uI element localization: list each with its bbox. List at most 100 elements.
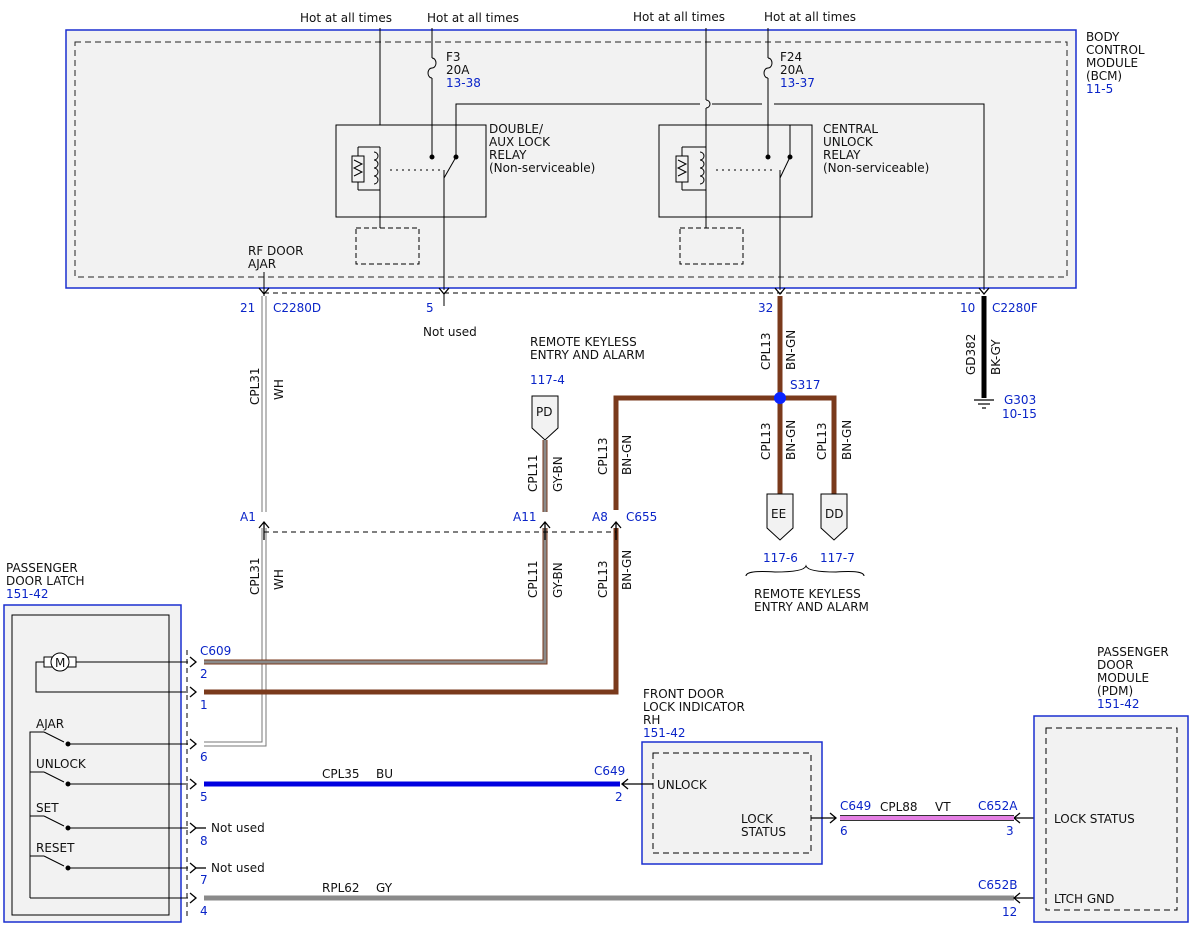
connector-c2280d: C2280D <box>273 301 321 315</box>
latch-reset: RESET <box>36 841 75 855</box>
bcm-inner <box>74 41 1068 278</box>
hot-label-1: Hot at all times <box>300 11 392 25</box>
indicator-label-1: FRONT DOOR <box>643 687 724 701</box>
connector-dd <box>820 493 848 541</box>
latch-ajar: AJAR <box>36 717 64 731</box>
ground-g303: G303 <box>1004 393 1036 407</box>
bcm-box <box>65 29 1077 289</box>
wire-bngn-label-dd: BN-GN <box>840 420 854 460</box>
hot-label-4: Hot at all times <box>764 10 856 24</box>
hot-label-2: Hot at all times <box>427 11 519 25</box>
pdm-ltch-gnd: LTCH GND <box>1054 892 1114 906</box>
latch-internal-wiring <box>29 661 188 899</box>
connector-c652b: C652B <box>978 878 1018 892</box>
indicator-box <box>641 741 823 865</box>
latch-box <box>3 604 182 923</box>
rke-top-1: REMOTE KEYLESS <box>530 335 637 349</box>
bcm-ref: 11-5 <box>1086 82 1113 96</box>
wire-wh-label-top: WH <box>272 379 286 400</box>
connector-ee <box>766 493 794 541</box>
indicator-ls-2: STATUS <box>741 825 786 839</box>
wire-cpl11 <box>204 440 548 665</box>
relay-1-coil-icon <box>351 146 459 228</box>
wire-cpl31 <box>204 296 267 747</box>
latch-inner <box>11 614 170 916</box>
rke-bottom-2: ENTRY AND ALARM <box>754 600 869 614</box>
relay-2-label-4: (Non-serviceable) <box>823 161 929 175</box>
rke-ref-6: 117-6 <box>763 551 798 565</box>
latch-pin-2: 2 <box>200 667 208 681</box>
pdm-label-3: MODULE <box>1097 671 1149 685</box>
latch-set: SET <box>36 801 59 815</box>
latch-pin-1: 1 <box>200 698 208 712</box>
connector-dd-label: DD <box>825 507 843 521</box>
wire-bngn-label-bot: BN-GN <box>620 550 634 590</box>
wire-cpl31-label-bot: CPL31 <box>248 557 262 595</box>
wire-cpl31-label-top: CPL31 <box>248 367 262 405</box>
latch-not-used-7: Not used <box>211 861 265 875</box>
relay-1-label-2: AUX LOCK <box>489 135 551 149</box>
wire-cpl88-label: CPL88 <box>880 800 918 814</box>
wire-gybn-label-bot: GY-BN <box>551 562 565 598</box>
connector-c2280f: C2280F <box>992 301 1038 315</box>
connector-pd <box>531 395 559 441</box>
indicator-pin-2: 2 <box>615 790 623 804</box>
pdm-lock-status: LOCK STATUS <box>1054 812 1135 826</box>
relay-1-label-4: (Non-serviceable) <box>489 161 595 175</box>
fuse-f24-ref: 13-37 <box>780 76 815 90</box>
connector-c609: C609 <box>200 644 231 658</box>
ground-ref: 10-15 <box>1002 407 1037 421</box>
fuse-f24-name: F24 <box>780 50 802 64</box>
connector-c649-a: C649 <box>594 764 625 778</box>
rke-brace <box>745 564 865 577</box>
pdm-pin-12: 12 <box>1002 905 1017 919</box>
rke-bottom-1: REMOTE KEYLESS <box>754 587 861 601</box>
wire-cpl11-label-top: CPL11 <box>526 454 540 492</box>
indicator-ls-1: LOCK <box>741 812 774 826</box>
latch-pin-8: 8 <box>200 834 208 848</box>
rke-top-ref: 117-4 <box>530 373 565 387</box>
relay-2-label-1: CENTRAL <box>823 122 878 136</box>
indicator-inner <box>652 752 812 854</box>
wire-cpl13-latch <box>204 528 619 695</box>
fuse-f3-ref: 13-38 <box>446 76 481 90</box>
indicator-label-2: LOCK INDICATOR <box>643 700 745 714</box>
pdm-pin-3: 3 <box>1006 824 1014 838</box>
pin-10: 10 <box>960 301 975 315</box>
bcm-label-1: BODY <box>1086 30 1120 44</box>
wire-cpl13-dd <box>780 395 837 494</box>
pin-a1: A1 <box>240 510 256 524</box>
pin-21: 21 <box>240 301 255 315</box>
wire-cpl13-label-bot: CPL13 <box>596 560 610 598</box>
fuse-f3-name: F3 <box>446 50 461 64</box>
pdm-box <box>1033 715 1189 923</box>
relay-1-label-1: DOUBLE/ <box>489 122 544 136</box>
ground-icon <box>974 399 994 409</box>
hot-label-3: Hot at all times <box>633 10 725 24</box>
relay-central-unlock-box <box>658 124 813 218</box>
bcm-label-4: (BCM) <box>1086 69 1122 83</box>
rke-ref-7: 117-7 <box>820 551 855 565</box>
connector-c649-b: C649 <box>840 799 871 813</box>
latch-label-2: DOOR LATCH <box>6 574 85 588</box>
wire-cpl11-label-bot: CPL11 <box>526 560 540 598</box>
not-used-bcm: Not used <box>423 325 477 339</box>
bcm-pin-arrows <box>258 287 990 296</box>
connector-pd-label: PD <box>536 405 552 419</box>
bcm-label-3: MODULE <box>1086 56 1138 70</box>
latch-pin-arrows <box>189 656 206 904</box>
latch-pin-6: 6 <box>200 750 208 764</box>
rke-top-2: ENTRY AND ALARM <box>530 348 645 362</box>
rf-door-ajar-1: RF DOOR <box>248 244 304 258</box>
pdm-label-4: (PDM) <box>1097 684 1133 698</box>
wire-cpl13-label-ee: CPL13 <box>759 422 773 460</box>
wire-gy-label: GY <box>376 881 393 895</box>
latch-unlock: UNLOCK <box>36 757 87 771</box>
latch-pin-7: 7 <box>200 873 208 887</box>
wire-vt-label: VT <box>935 800 951 814</box>
motor-icon: M <box>43 652 77 672</box>
wire-cpl13-label-a8: CPL13 <box>596 437 610 475</box>
wire-bngn-label-ee: BN-GN <box>784 420 798 460</box>
